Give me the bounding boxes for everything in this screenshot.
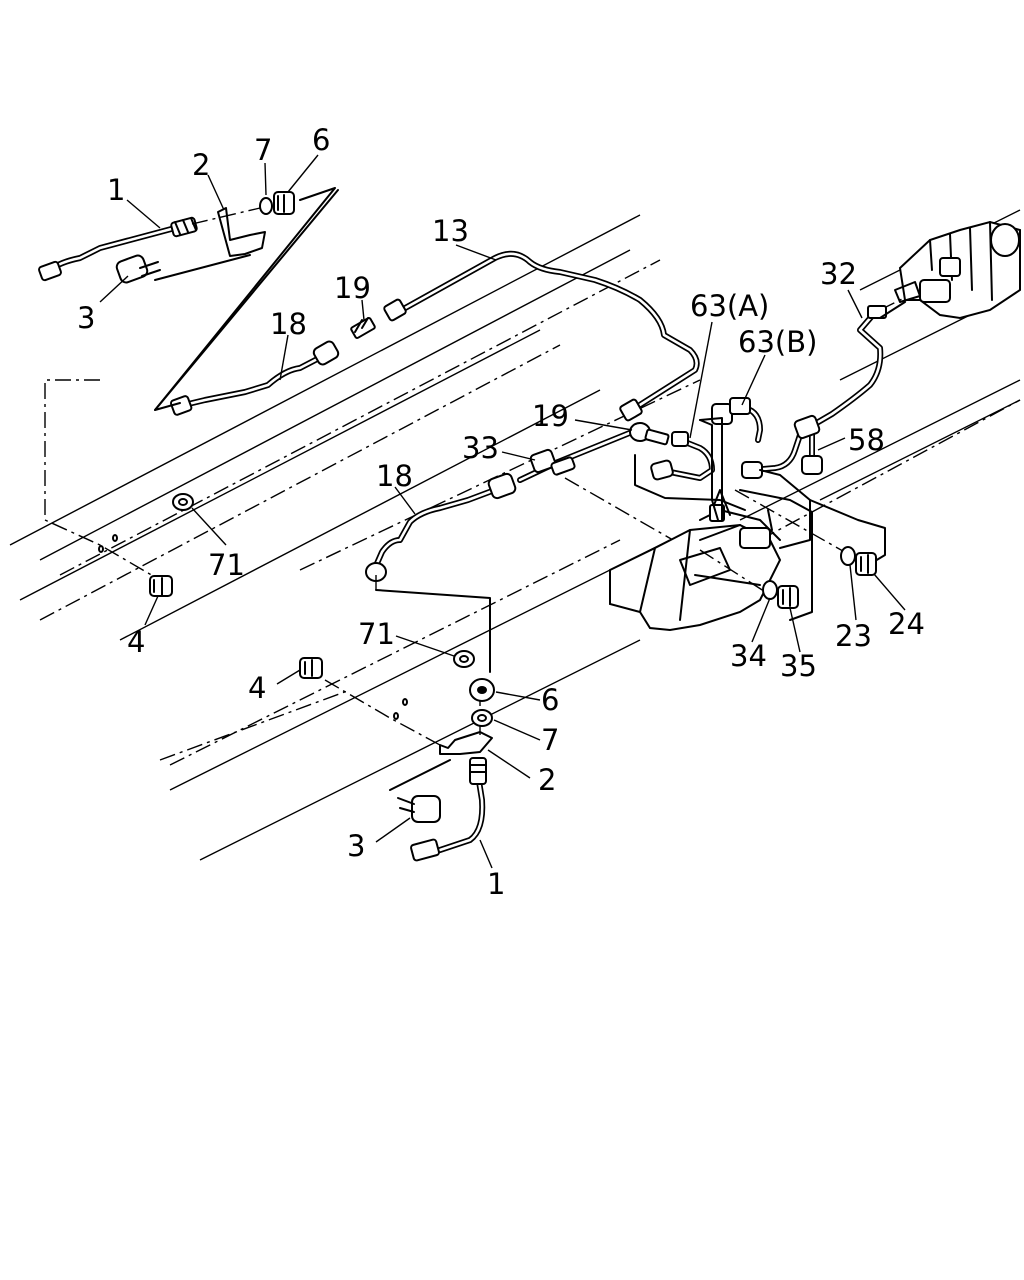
callout-leaders — [99, 154, 906, 869]
washer-7-upper — [259, 197, 273, 215]
brake-pipe-32 — [793, 305, 887, 440]
callout-7-upper: 7 — [254, 133, 272, 167]
callout-6-upper: 6 — [312, 123, 330, 157]
brake-actuator-assembly — [609, 417, 886, 632]
callout-2-lower: 2 — [538, 763, 556, 797]
clip-71-upper — [172, 493, 194, 511]
callout-19-lower: 19 — [532, 399, 569, 433]
callout-13: 13 — [432, 214, 469, 248]
callout-18-lower: 18 — [376, 459, 413, 493]
nut-24 — [855, 552, 877, 576]
brake-pipe-63b — [711, 397, 763, 443]
callout-labels: 1 2 7 6 3 13 19 18 71 4 19 33 18 63(A) 6… — [77, 123, 925, 901]
callout-58: 58 — [848, 423, 885, 457]
callout-71-lower: 71 — [358, 617, 395, 651]
callout-6-lower: 6 — [541, 683, 559, 717]
callout-2-upper: 2 — [192, 148, 210, 182]
brake-pipe-58 — [741, 427, 823, 479]
callout-23: 23 — [835, 619, 872, 653]
callout-24: 24 — [888, 607, 925, 641]
callout-63a: 63(A) — [690, 289, 769, 323]
callout-18-upper: 18 — [270, 307, 307, 341]
callout-4-lower: 4 — [248, 671, 266, 705]
callout-19-upper: 19 — [334, 271, 371, 305]
nut-4-lower — [299, 657, 323, 679]
nut-4-upper — [149, 575, 173, 597]
brake-valve-assembly — [879, 220, 1021, 320]
union-19-lower — [629, 422, 670, 446]
callout-1-upper: 1 — [107, 173, 125, 207]
callout-63b: 63(B) — [738, 325, 817, 359]
washer-34 — [762, 580, 778, 600]
callout-33: 33 — [462, 431, 499, 465]
washer-7-lower — [471, 709, 493, 727]
callout-34: 34 — [730, 639, 767, 673]
callout-1-lower: 1 — [487, 867, 505, 901]
callout-32: 32 — [820, 257, 857, 291]
nut-6-upper — [273, 191, 295, 215]
callout-35: 35 — [780, 649, 817, 683]
callout-71-upper: 71 — [208, 548, 245, 582]
clip-71-lower — [453, 650, 475, 668]
callout-3-upper: 3 — [77, 301, 95, 335]
callout-3-lower: 3 — [347, 829, 365, 863]
nut-35 — [777, 585, 799, 609]
nut-6-lower — [469, 678, 495, 702]
upper-left-hose-assembly — [38, 187, 336, 411]
brake-pipe-18-lower — [365, 472, 517, 673]
left-dashed-leader — [44, 379, 161, 581]
bulkhead-fitting-3-lower — [397, 795, 441, 823]
bulkhead-fitting-3-upper — [115, 254, 161, 284]
callout-4-upper: 4 — [127, 625, 145, 659]
union-19-upper — [350, 317, 376, 339]
brake-pipe-13 — [383, 250, 700, 422]
lower-left-hose-assembly — [324, 679, 493, 862]
callout-7-lower: 7 — [541, 723, 559, 757]
washer-23 — [840, 546, 856, 566]
